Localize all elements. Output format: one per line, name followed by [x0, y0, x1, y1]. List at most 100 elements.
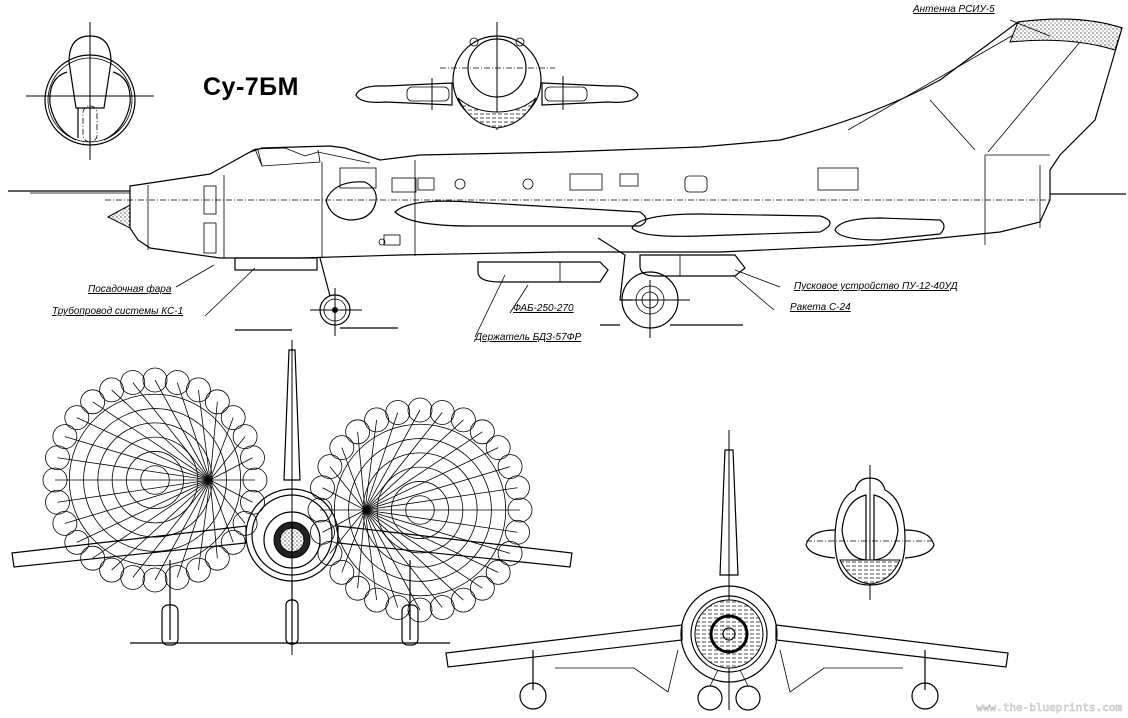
canopy-scallop: [142, 367, 168, 393]
canopy-scallop: [407, 597, 433, 623]
canopy-ring: [111, 436, 199, 524]
canopy-ring: [391, 481, 449, 539]
label-launcher: Пусковое устройство ПУ-12-40УД: [794, 281, 958, 292]
canopy-scallop: [450, 407, 476, 433]
canopy-line: [57, 479, 211, 503]
mid-section-view: [355, 22, 639, 130]
canopy-scallop: [485, 559, 511, 585]
canopy-ring: [362, 452, 478, 568]
canopy-scallop: [45, 489, 70, 515]
canopy-line: [209, 457, 253, 481]
canopy-scallop: [345, 575, 371, 601]
canopy-line: [364, 509, 378, 601]
canopy-scallop: [429, 595, 455, 620]
canopy-scallop: [485, 435, 511, 461]
parachute-right: [307, 397, 533, 623]
canopy-scallop: [185, 377, 211, 403]
canopy-line: [341, 509, 366, 573]
canopy-scallop: [220, 529, 246, 555]
canopy-line: [64, 436, 211, 481]
canopy-scallop: [385, 400, 411, 425]
canopy-line: [209, 479, 234, 543]
canopy-scallop: [232, 510, 258, 536]
canopy-line: [364, 509, 483, 589]
canopy-line: [364, 419, 464, 511]
rear-view: [445, 430, 1009, 711]
canopy-line: [364, 447, 499, 511]
canopy-line: [57, 457, 211, 481]
canopy-scallop: [317, 454, 343, 480]
canopy-line: [364, 509, 443, 608]
canopy-line: [111, 389, 211, 481]
aircraft-title: Су-7БМ: [203, 73, 299, 101]
canopy-line: [209, 436, 246, 481]
canopy-scallop: [497, 540, 523, 566]
canopy-line: [132, 479, 211, 578]
canopy-line: [364, 419, 378, 511]
canopy-scallop: [52, 424, 78, 450]
canopy-ring: [333, 423, 507, 597]
label-landing-light: Посадочная фара: [88, 284, 172, 295]
canopy-ring: [140, 465, 170, 495]
canopy-scallop: [329, 435, 355, 461]
canopy-line: [76, 417, 211, 481]
canopy-scallop: [64, 405, 90, 431]
canopy-line: [364, 509, 464, 601]
canopy-line: [132, 382, 211, 481]
canopy-scallop: [64, 529, 90, 555]
canopy-scallop: [345, 419, 371, 445]
canopy-line: [364, 509, 518, 533]
canopy-line: [357, 431, 366, 511]
canopy-line: [209, 401, 218, 481]
canopy-scallop: [469, 419, 495, 445]
canopy-ring: [83, 408, 227, 552]
label-bomb: ФАБ-250-270: [513, 303, 574, 314]
canopy-scallop: [240, 445, 265, 471]
canopy-line: [364, 431, 483, 511]
canopy-scallop: [99, 557, 125, 583]
canopy-line: [64, 479, 211, 524]
canopy-line: [92, 401, 211, 481]
canopy-line: [357, 509, 366, 589]
canopy-scallop: [204, 389, 230, 415]
canopy-scallop: [505, 475, 530, 501]
canopy-line: [341, 447, 366, 511]
canopy-scallop: [80, 389, 106, 415]
canopy-ring: [405, 495, 435, 525]
canopy-scallop: [120, 370, 146, 395]
front-view: [11, 340, 573, 655]
label-holder: Держатель БДЗ-57ФР: [475, 332, 582, 343]
rear-section-view: [805, 465, 935, 600]
canopy-ring: [348, 438, 492, 582]
canopy-ring: [376, 466, 464, 554]
watermark: www.the-blueprints.com: [976, 701, 1122, 715]
canopy-line: [209, 479, 218, 559]
canopy-line: [329, 466, 366, 511]
canopy-line: [209, 479, 246, 524]
canopy-line: [364, 509, 499, 573]
canopy-scallop: [164, 565, 190, 590]
label-antenna: Антенна РСИУ-5: [913, 4, 995, 15]
canopy-line: [322, 487, 366, 511]
canopy-scallop: [497, 454, 523, 480]
label-pipeline: Трубопровод системы КС-1: [52, 306, 184, 317]
canopy-line: [197, 389, 211, 481]
canopy-line: [209, 417, 234, 481]
canopy-line: [197, 479, 211, 571]
canopy-scallop: [469, 575, 495, 601]
canopy-line: [76, 479, 211, 543]
canopy-line: [329, 509, 366, 554]
canopy-line: [364, 487, 518, 511]
canopy-scallop: [220, 405, 246, 431]
canopy-line: [322, 509, 366, 533]
side-view: [8, 18, 1126, 338]
canopy-ring: [68, 393, 242, 567]
label-rocket: Ракета С-24: [790, 302, 851, 313]
canopy-scallop: [407, 397, 433, 423]
nose-section-view: [26, 22, 154, 160]
canopy-line: [364, 466, 511, 511]
canopy-line: [364, 412, 443, 511]
canopy-ring: [126, 451, 184, 509]
canopy-line: [364, 509, 511, 554]
